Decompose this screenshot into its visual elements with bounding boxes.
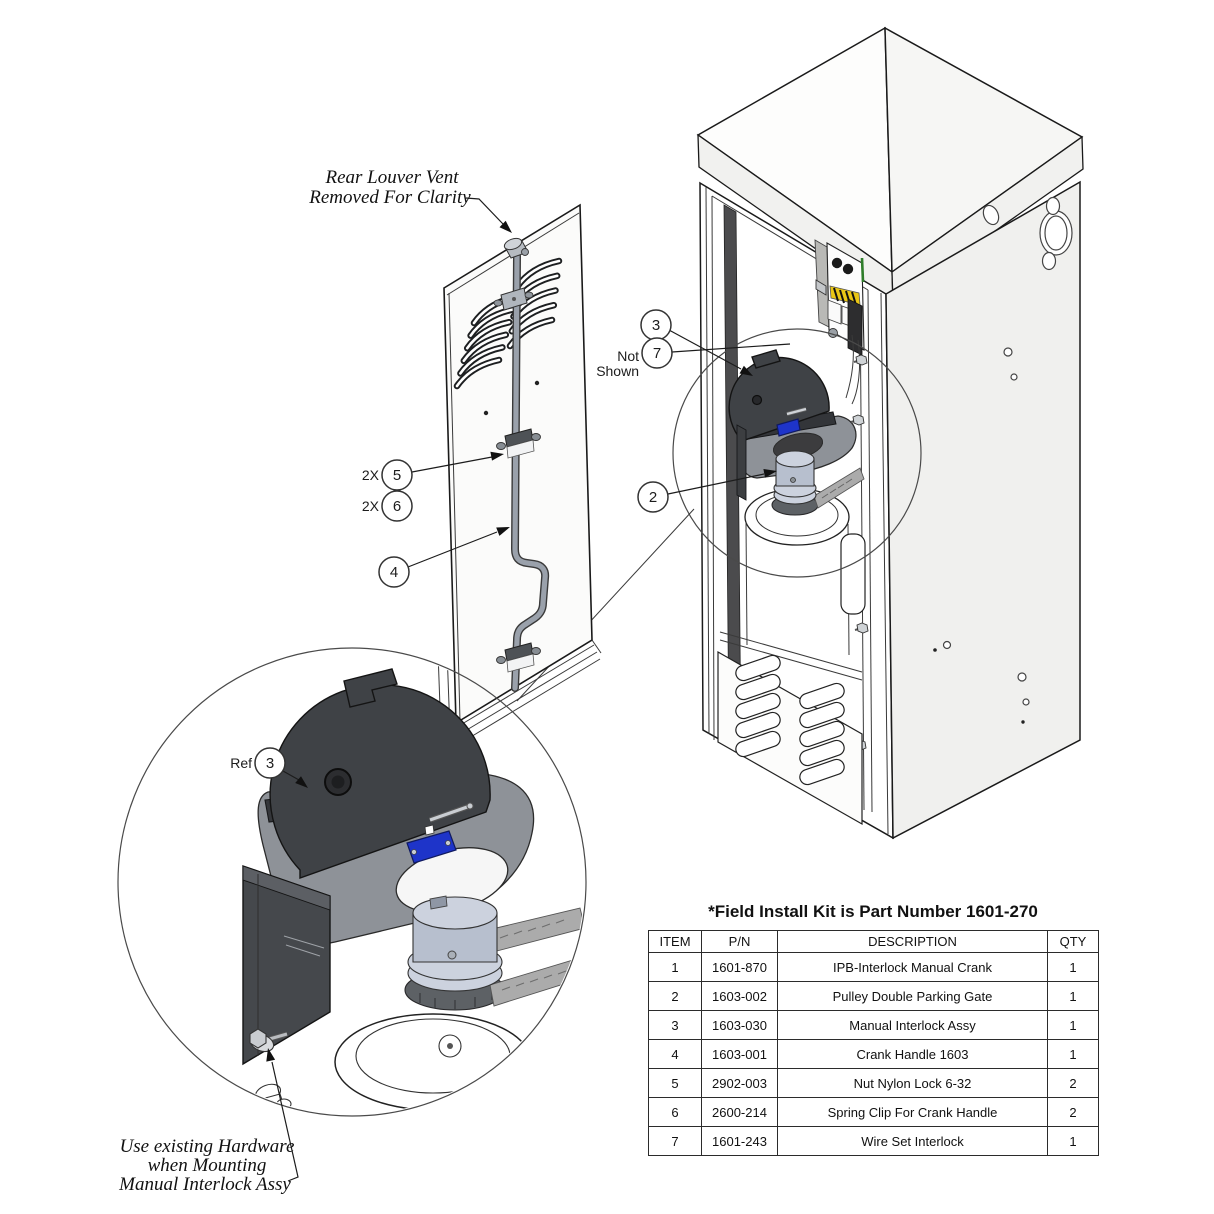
parts-table-cell: 1 [1047, 952, 1099, 982]
balloon-item-7: 7 Not Shown [596, 337, 673, 379]
qty-prefix-6: 2X [362, 498, 380, 514]
cabinet-right-face [885, 180, 1081, 840]
disc-tab [343, 668, 398, 708]
parts-table-cell: Nut Nylon Lock 6-32 [777, 1068, 1048, 1098]
parts-table-cell: 6 [648, 1097, 702, 1127]
hardware-note-line2: when Mounting [148, 1155, 267, 1176]
interlock-mechanism [728, 349, 866, 656]
detail-view-circle [117, 647, 587, 1117]
parts-table-header: P/N [701, 930, 778, 953]
gate-operator-cabinet-illustration [696, 26, 1084, 840]
parts-table-cell: 1 [1047, 1126, 1099, 1156]
parts-table-cell: Wire Set Interlock [777, 1126, 1048, 1156]
not-shown-label-line1: Not [617, 348, 639, 364]
balloon-item-5: 5 2X [362, 459, 413, 491]
lower-louver-panel [717, 631, 863, 826]
parts-table-header: QTY [1047, 930, 1099, 953]
svg-text:4: 4 [390, 564, 398, 581]
svg-text:3: 3 [652, 317, 660, 334]
parts-table-cell: 1601-870 [701, 952, 778, 982]
crank-handle-rod [510, 252, 550, 692]
cap-vent-hole [982, 204, 1000, 226]
parts-table-cell: 1 [1047, 981, 1099, 1011]
parts-table-cell: 2600-214 [701, 1097, 778, 1127]
pulley-double [404, 895, 585, 1011]
parts-table-cell: 5 [648, 1068, 702, 1098]
parts-table-cell: Manual Interlock Assy [777, 1010, 1048, 1040]
detail-view [117, 647, 587, 1117]
belt-upper [487, 907, 585, 953]
svg-text:3: 3 [266, 755, 274, 772]
callout-leaders [266, 197, 791, 1182]
side-panel-knockouts [933, 196, 1073, 724]
svg-text:6: 6 [393, 498, 401, 515]
motor-top [334, 1013, 532, 1111]
svg-text:2: 2 [649, 489, 657, 506]
hardware-note-line1: Use existing Hardware [120, 1136, 295, 1157]
parts-table-cell: 1 [1047, 1039, 1099, 1069]
parts-table-cell: 1 [648, 952, 702, 982]
parts-table-cell: 2 [1047, 1097, 1099, 1127]
rear-vent-note-line2: Removed For Clarity [308, 187, 471, 208]
interlock-switch-detail [406, 802, 474, 864]
hardware-note-line3: Manual Interlock Assy [118, 1174, 291, 1195]
interlock-switch [776, 418, 801, 437]
lower-hardware-cluster [249, 1083, 292, 1115]
parts-table-cell: 3 [648, 1010, 702, 1040]
door-sill [456, 639, 602, 742]
detail-source-circle [672, 328, 922, 578]
parts-table-cell: 1601-243 [701, 1126, 778, 1156]
parts-table-cell: Crank Handle 1603 [777, 1039, 1048, 1069]
svg-text:5: 5 [393, 467, 401, 484]
balloon-ref-3: 3 Ref [230, 747, 286, 779]
detail-projection-line [516, 508, 695, 702]
balloon-callouts: 3 7 Not Shown 2 5 2X 6 2X 4 3 Re [230, 309, 673, 779]
parts-table-header: DESCRIPTION [777, 930, 1048, 953]
door-latch [503, 237, 529, 259]
parts-table-cell: 7 [648, 1126, 702, 1156]
rear-door-panel-illustration [443, 203, 602, 742]
ref-prefix: Ref [230, 755, 252, 771]
annotation-notes: Rear Louver Vent Removed For Clarity Use… [118, 167, 471, 1195]
balloon-item-4: 4 [378, 556, 410, 588]
interlock-bracket [242, 865, 331, 1066]
parts-table-title: *Field Install Kit is Part Number 1601-2… [708, 902, 1038, 921]
parts-table-cell: Spring Clip For Crank Handle [777, 1097, 1048, 1127]
parts-table-cell: 4 [648, 1039, 702, 1069]
not-shown-label-line2: Shown [596, 363, 639, 379]
qty-prefix-5: 2X [362, 467, 380, 483]
balloon-item-2: 2 [637, 481, 669, 513]
parts-table-cell: 1603-002 [701, 981, 778, 1011]
mounting-bolt [249, 1028, 288, 1053]
cabinet-interior [711, 195, 873, 826]
drive-belt [813, 467, 865, 509]
parts-table-cell: 2 [1047, 1068, 1099, 1098]
rod-top-holder [493, 287, 534, 311]
balloon-item-6: 6 2X [362, 490, 413, 522]
svg-text:7: 7 [653, 345, 661, 362]
parts-table-cell: 2902-003 [701, 1068, 778, 1098]
parts-table-cell: 1603-030 [701, 1010, 778, 1040]
parts-table-cell: 1 [1047, 1010, 1099, 1040]
parts-table-header: ITEM [648, 930, 702, 953]
parts-table-cell: 1603-001 [701, 1039, 778, 1069]
green-wire [860, 257, 865, 283]
parts-table-cell: 2 [648, 981, 702, 1011]
balloon-item-3: 3 [640, 309, 672, 341]
rear-vent-note-line1: Rear Louver Vent [325, 167, 460, 188]
parts-table-cell: IPB-Interlock Manual Crank [777, 952, 1048, 982]
belt-lower [489, 956, 585, 1007]
parts-table-cell: Pulley Double Parking Gate [777, 981, 1048, 1011]
